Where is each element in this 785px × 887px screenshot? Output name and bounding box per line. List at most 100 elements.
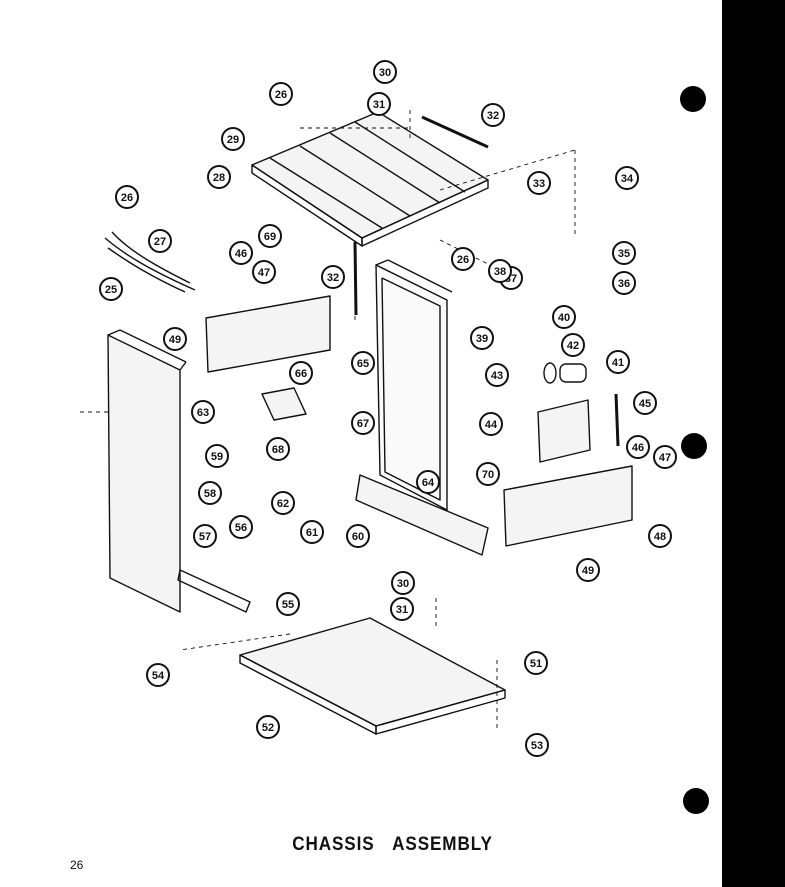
callout-number: 42 bbox=[567, 340, 579, 352]
callout-balloon bbox=[163, 327, 187, 351]
callout-balloon bbox=[576, 558, 600, 582]
callout-number: 28 bbox=[213, 172, 225, 184]
callout-balloon bbox=[115, 185, 139, 209]
callout-balloon bbox=[351, 411, 375, 435]
callout-balloon bbox=[485, 363, 509, 387]
callout-number: 43 bbox=[491, 370, 503, 382]
callout-number: 25 bbox=[105, 284, 117, 296]
callout-number: 46 bbox=[235, 248, 247, 260]
callout-balloon bbox=[416, 470, 440, 494]
callout-number: 56 bbox=[235, 522, 247, 534]
callout-number: 34 bbox=[621, 173, 634, 185]
binder-hole bbox=[683, 788, 709, 814]
bracket-part bbox=[614, 393, 620, 447]
callout-number: 40 bbox=[558, 312, 570, 324]
callout-balloon bbox=[300, 520, 324, 544]
callout-balloon bbox=[207, 165, 231, 189]
callout-number: 31 bbox=[396, 604, 408, 616]
callout-balloon bbox=[476, 462, 500, 486]
callout-balloon bbox=[524, 651, 548, 675]
callout-number: 30 bbox=[379, 67, 391, 79]
callout-balloon bbox=[205, 444, 229, 468]
callout-balloon bbox=[615, 166, 639, 190]
callout-number: 59 bbox=[211, 451, 223, 463]
callout-balloon bbox=[612, 241, 636, 265]
cross-rail-part bbox=[355, 474, 489, 556]
callout-number: 67 bbox=[357, 418, 369, 430]
bottom-rail-part bbox=[177, 569, 251, 613]
callout-balloon bbox=[99, 277, 123, 301]
callout-number: 39 bbox=[476, 333, 488, 345]
callout-balloon bbox=[488, 259, 512, 283]
left-side-panel-part bbox=[107, 329, 187, 613]
callout-number: 32 bbox=[487, 110, 499, 122]
callout-number: 49 bbox=[582, 565, 594, 577]
relay-box-part bbox=[261, 387, 307, 421]
page-number: 26 bbox=[70, 858, 84, 872]
callout-number: 26 bbox=[121, 192, 133, 204]
callout-balloon bbox=[271, 491, 295, 515]
top-cover-part bbox=[251, 111, 489, 247]
callout-number: 41 bbox=[612, 357, 624, 369]
callout-balloon bbox=[470, 326, 494, 350]
page-edge-bar bbox=[722, 0, 785, 887]
callout-number: 31 bbox=[373, 99, 385, 111]
callout-balloon bbox=[626, 435, 650, 459]
callout-balloon bbox=[256, 715, 280, 739]
callout-balloon bbox=[221, 127, 245, 151]
callout-number: 38 bbox=[494, 266, 506, 278]
callout-number: 32 bbox=[327, 272, 339, 284]
callout-number: 70 bbox=[482, 469, 494, 481]
callout-number: 36 bbox=[618, 278, 630, 290]
center-panel-part bbox=[375, 259, 453, 511]
callout-balloon bbox=[479, 412, 503, 436]
callout-number: 55 bbox=[282, 599, 294, 611]
callout-number: 45 bbox=[639, 398, 651, 410]
callout-number: 54 bbox=[152, 670, 165, 682]
callout-number: 29 bbox=[227, 134, 239, 146]
callout-balloon bbox=[373, 60, 397, 84]
callout-balloon bbox=[612, 271, 636, 295]
rear-panel-part bbox=[205, 295, 331, 373]
diagram-title: CHASSIS ASSEMBLY bbox=[292, 834, 493, 855]
callout-number: 47 bbox=[258, 267, 270, 279]
callout-balloon bbox=[481, 103, 505, 127]
capacitor-part bbox=[543, 362, 557, 384]
callout-balloon bbox=[321, 265, 345, 289]
motor-part bbox=[559, 363, 587, 383]
callout-number: 64 bbox=[422, 477, 435, 489]
callout-number: 65 bbox=[357, 358, 369, 370]
callout-number: 61 bbox=[306, 527, 318, 539]
callout-number: 44 bbox=[485, 419, 498, 431]
callout-balloon bbox=[258, 224, 282, 248]
callout-balloon bbox=[193, 524, 217, 548]
callout-number: 57 bbox=[199, 531, 211, 543]
binder-hole bbox=[681, 433, 707, 459]
callout-balloon bbox=[390, 597, 414, 621]
callout-number: 60 bbox=[352, 531, 364, 543]
callout-balloon bbox=[252, 260, 276, 284]
callout-number: 48 bbox=[654, 531, 666, 543]
callout-number: 63 bbox=[197, 407, 209, 419]
callout-number: 33 bbox=[533, 178, 545, 190]
callout-balloon bbox=[367, 92, 391, 116]
callout-number: 30 bbox=[397, 578, 409, 590]
callout-balloon bbox=[198, 481, 222, 505]
side-panel-part bbox=[503, 465, 633, 547]
callout-number: 49 bbox=[169, 334, 181, 346]
callout-balloon bbox=[653, 445, 677, 469]
callout-balloon bbox=[269, 82, 293, 106]
wiring-harness-part bbox=[104, 231, 196, 293]
callout-balloon bbox=[525, 733, 549, 757]
callout-balloon bbox=[289, 361, 313, 385]
callout-balloon bbox=[191, 400, 215, 424]
callout-balloon bbox=[391, 571, 415, 595]
callout-balloon bbox=[351, 351, 375, 375]
callout-balloon bbox=[527, 171, 551, 195]
callout-balloon bbox=[229, 241, 253, 265]
callout-number: 26 bbox=[275, 89, 287, 101]
rod-part bbox=[421, 115, 489, 149]
callout-number: 46 bbox=[632, 442, 644, 454]
